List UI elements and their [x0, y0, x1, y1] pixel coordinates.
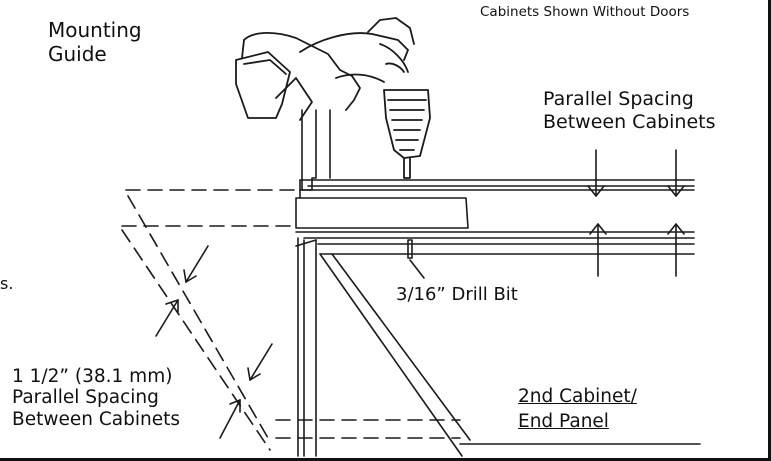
parallel-spacing-right-label: Parallel Spacing Between Cabinets: [543, 88, 716, 133]
drill-bit-label: 3/16” Drill Bit: [396, 284, 518, 305]
left-spacing-arrows: [155, 245, 273, 439]
cordless-drill-icon: [235, 17, 431, 179]
end-panel-label: End Panel: [518, 411, 609, 432]
edge-text-fragment: s.: [0, 274, 14, 293]
corner-note: Cabinets Shown Without Doors: [478, 4, 692, 21]
lower-cabinet-rails: [295, 231, 695, 255]
upper-cabinet-rails: [299, 179, 695, 199]
mounting-guide: [301, 109, 331, 191]
right-spacing-arrows: [587, 149, 685, 277]
cabinet-frame-posts: [295, 237, 471, 457]
dashed-projection-lines: [121, 189, 461, 451]
spacer-block: [295, 197, 469, 229]
spacing-left-label: 1 1/2” (38.1 mm) Parallel Spacing Betwee…: [12, 366, 180, 430]
mounting-guide-label: Mounting Guide: [48, 18, 142, 66]
second-cabinet-label: 2nd Cabinet/: [518, 386, 637, 407]
drill-bit-icon: [407, 239, 425, 279]
